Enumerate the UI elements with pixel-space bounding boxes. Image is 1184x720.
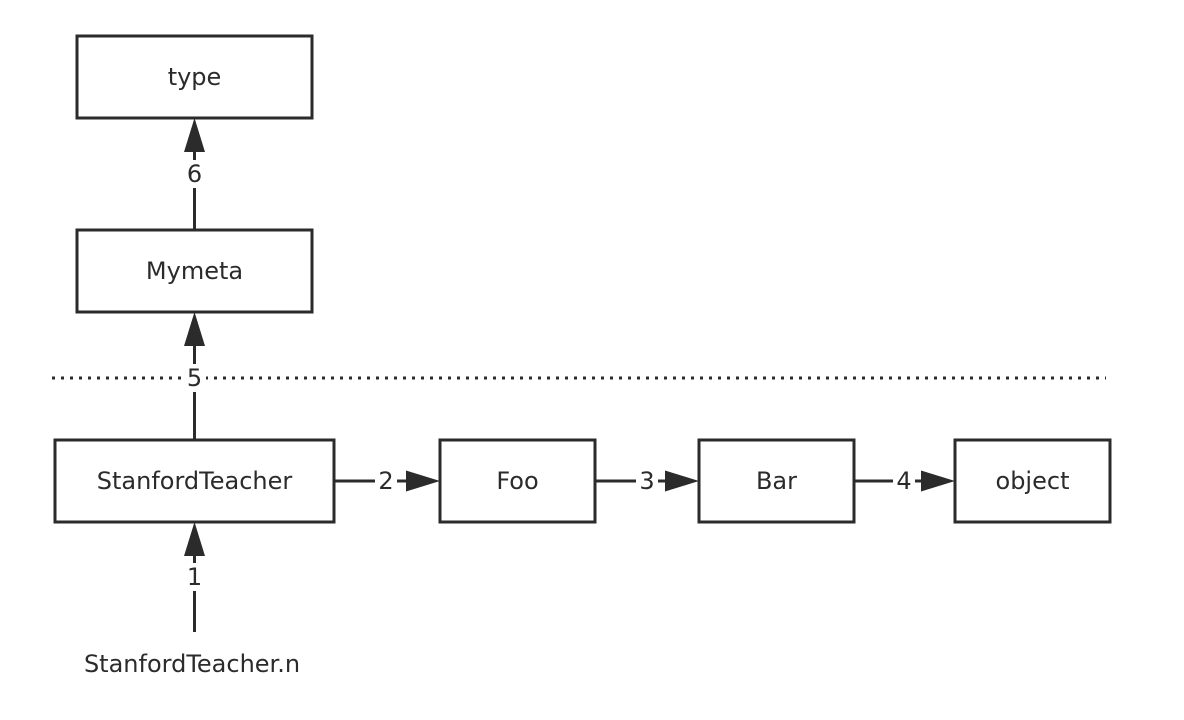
node-foo: Foo [438, 438, 597, 524]
edge-1-label-bg [182, 563, 207, 591]
node-bar-box [697, 438, 856, 524]
edge-2-label-bg [375, 467, 397, 495]
edge-3-label-bg [636, 467, 658, 495]
node-mymeta: Mymeta [75, 228, 314, 314]
edge-6-label: 6 [187, 160, 202, 188]
edge-3-label: 3 [639, 467, 654, 495]
edge-3-arrowhead [665, 470, 699, 492]
node-mymeta-box [75, 228, 314, 314]
node-type-box [75, 34, 314, 120]
node-stanford-teacher-label: StanfordTeacher [97, 467, 293, 495]
edge-2-stanford-teacher-to-foo: 2 [334, 467, 440, 495]
node-bar: Bar [697, 438, 856, 524]
node-type: type [75, 34, 314, 120]
node-object: object [953, 438, 1112, 524]
node-mymeta-label: Mymeta [146, 257, 243, 285]
edge-1-instance-to-class: 1 [182, 522, 207, 632]
edge-1-label: 1 [187, 563, 202, 591]
edge-5-label: 5 [187, 364, 202, 392]
node-foo-label: Foo [496, 467, 538, 495]
node-bar-label: Bar [756, 467, 797, 495]
edge-2-label: 2 [378, 467, 393, 495]
edge-5-arrowhead [184, 312, 205, 346]
edge-4-label: 4 [896, 467, 911, 495]
edge-3-foo-to-bar: 3 [595, 467, 699, 495]
edge-5-stanford-teacher-to-mymeta: 5 [183, 312, 206, 440]
node-type-label: type [168, 63, 222, 91]
edge-2-arrowhead [406, 470, 440, 492]
node-stanford-teacher: StanfordTeacher [53, 438, 336, 524]
edge-6-label-bg [182, 160, 207, 188]
edge-4-bar-to-object: 4 [854, 467, 955, 495]
node-object-label: object [996, 467, 1070, 495]
instance-attribute-label: StanfordTeacher.n [84, 650, 300, 678]
edge-4-label-bg [893, 467, 915, 495]
edge-5-label-bg [183, 364, 206, 392]
edge-4-arrowhead [921, 470, 955, 492]
edge-1-arrowhead [184, 522, 205, 556]
edge-6-arrowhead [184, 118, 205, 152]
edge-6-mymeta-to-type: 6 [182, 118, 207, 230]
